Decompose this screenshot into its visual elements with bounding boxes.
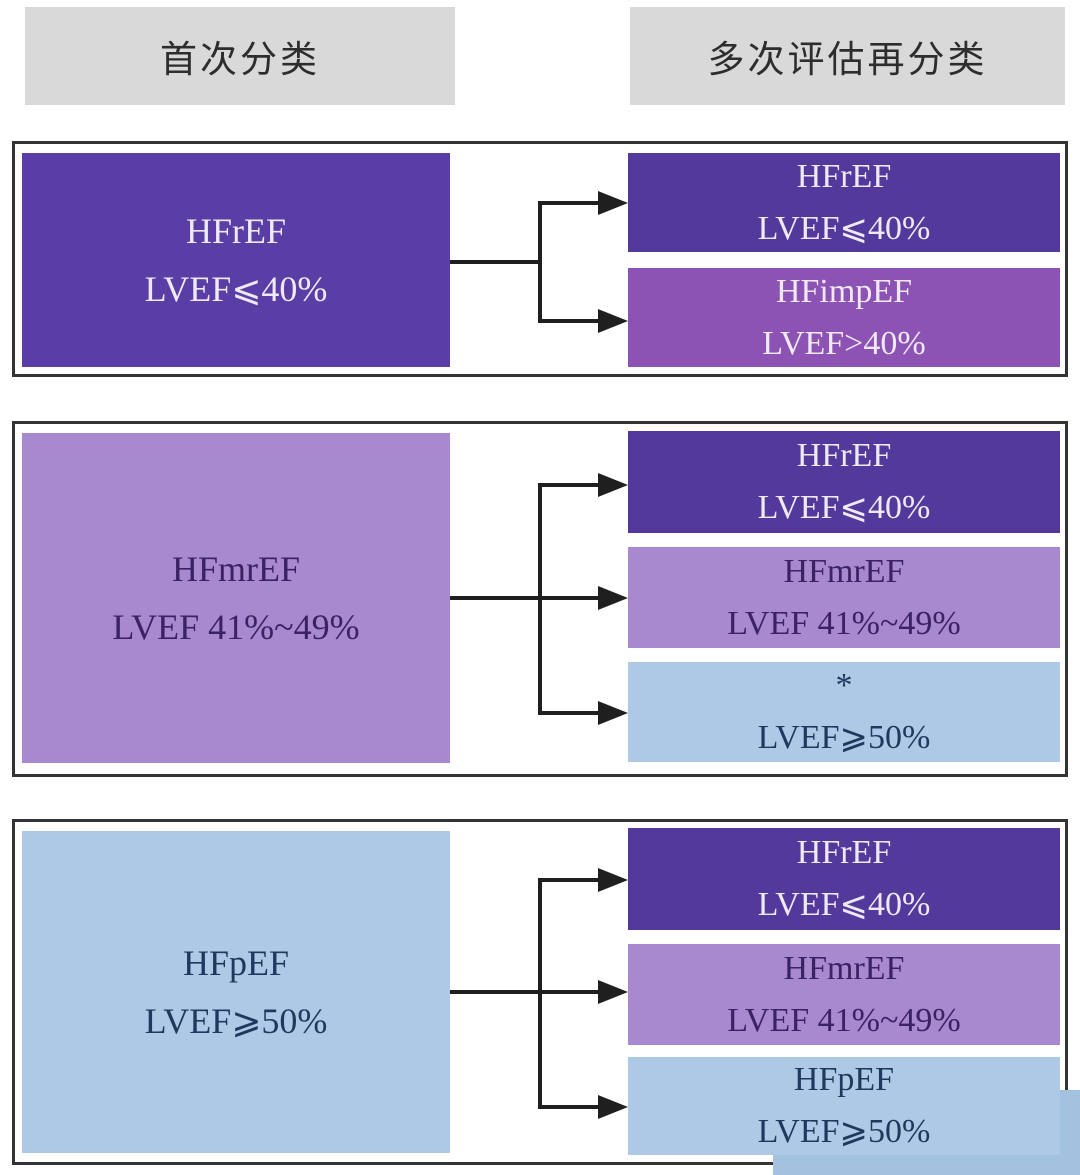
box-title: HFmrEF [171,549,301,589]
connector-line [450,260,542,264]
arrowhead-icon [598,701,628,725]
connector-line [538,201,542,323]
box-subtitle: LVEF 41%~49% [112,607,360,647]
connector-line [540,878,598,882]
connector-line [450,596,598,600]
box-title: HFimpEF [775,272,913,310]
arrowhead-icon [598,586,628,610]
arrowhead-icon [598,309,628,333]
column-header-reassessment: 多次评估再分类 [630,7,1065,105]
connector-line [450,990,598,994]
arrowhead-icon [598,868,628,892]
source-box-hfpef: HFpEF LVEF⩾50% [22,831,450,1153]
connector-line [540,201,598,205]
target-box-hfref: HFrEF LVEF⩽40% [628,828,1060,930]
column-header-label: 首次分类 [160,40,320,81]
column-header-first-classification: 首次分类 [25,7,455,105]
target-box-hfpef: HFpEF LVEF⩾50% [628,1057,1060,1155]
target-box-hfref: HFrEF LVEF⩽40% [628,431,1060,533]
box-title: HFmrEF [783,949,905,987]
connector-line [540,711,598,715]
box-subtitle: LVEF⩽40% [757,209,931,247]
box-title: HFrEF [796,437,892,474]
box-title: HFpEF [793,1061,895,1098]
column-header-label: 多次评估再分类 [707,40,988,81]
box-subtitle: LVEF 41%~49% [727,1001,961,1039]
target-box-hfref: HFrEF LVEF⩽40% [628,153,1060,252]
box-title: * [835,667,853,704]
box-subtitle: LVEF⩾50% [757,719,931,756]
box-subtitle: LVEF>40% [762,324,926,362]
box-title: HFrEF [796,834,892,871]
box-title: HFrEF [796,157,892,195]
target-box-hfmref: HFmrEF LVEF 41%~49% [628,944,1060,1045]
arrowhead-icon [598,191,628,215]
connector-line [540,319,598,323]
section-frame-hfmref [12,421,1068,777]
arrowhead-icon [598,1095,628,1119]
box-subtitle: LVEF⩾50% [757,1113,931,1150]
box-subtitle: LVEF⩽40% [757,886,931,923]
connector-line [540,483,598,487]
box-subtitle: LVEF 41%~49% [727,604,961,642]
target-box-hfmref: HFmrEF LVEF 41%~49% [628,547,1060,648]
box-title: HFrEF [185,211,287,251]
box-subtitle: LVEF⩾50% [144,1001,328,1041]
section-frame-hfref [12,141,1068,377]
box-title: HFpEF [182,943,290,983]
target-box-asterisk: * LVEF⩾50% [628,662,1060,762]
section-frame-hfpef [12,819,1068,1165]
source-box-hfmref: HFmrEF LVEF 41%~49% [22,433,450,763]
box-subtitle: LVEF⩽40% [144,269,328,309]
arrowhead-icon [598,473,628,497]
target-box-hfimpef: HFimpEF LVEF>40% [628,268,1060,367]
arrowhead-icon [598,980,628,1004]
connector-line [540,1105,598,1109]
source-box-hfref: HFrEF LVEF⩽40% [22,153,450,367]
box-title: HFmrEF [783,552,905,590]
box-subtitle: LVEF⩽40% [757,489,931,526]
